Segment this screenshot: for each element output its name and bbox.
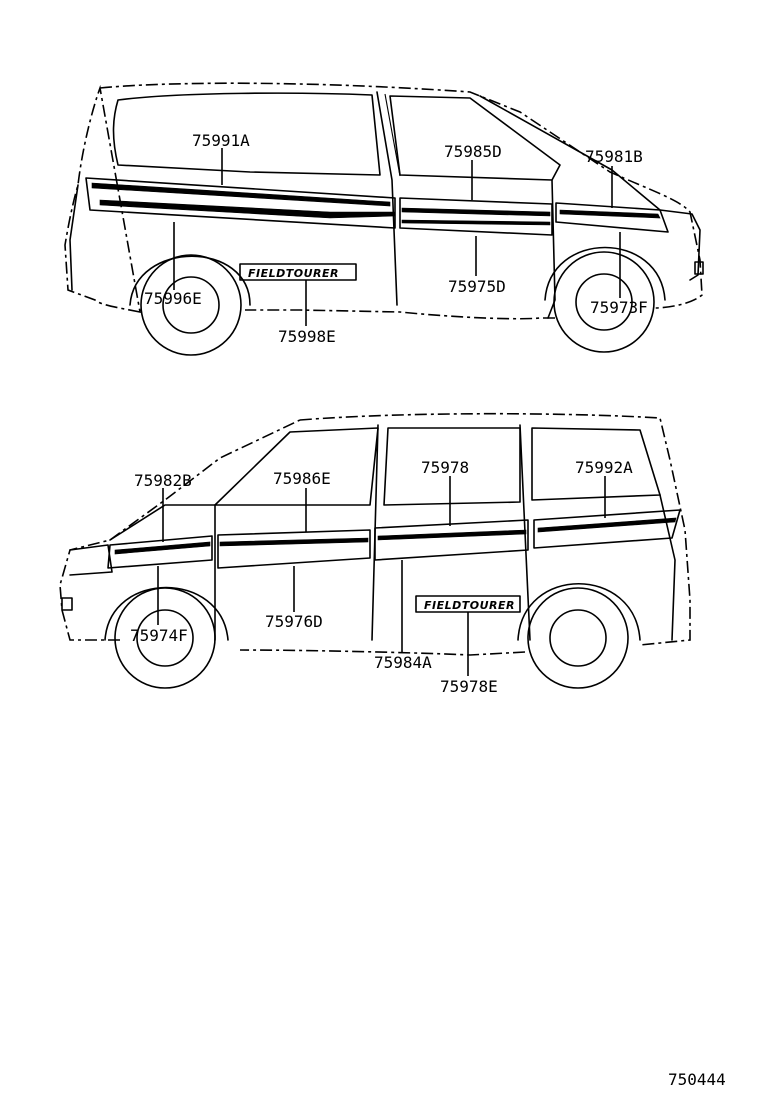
upper-van-rear-hub: [162, 276, 220, 334]
upper-van-front-hub: [575, 273, 633, 331]
lower-leader-lines: [157, 476, 606, 676]
upper-leader-lines: [173, 148, 621, 326]
upper-van-molding-front-stripe: [401, 207, 551, 226]
lower-van-mid-window: [383, 427, 521, 506]
lower-van-rear-hub: [549, 609, 607, 667]
upper-van-molding-fender-stripe: [559, 209, 661, 219]
lower-van-molding-rear: [533, 509, 681, 549]
label-75991A: 75991A: [192, 131, 250, 150]
upper-van-molding-rear-stripe: [91, 182, 396, 219]
label-75982B: 75982B: [134, 471, 192, 490]
lower-van-molding-door-stripe: [219, 537, 369, 547]
upper-van-pillar: [376, 91, 398, 306]
label-75976D: 75976D: [265, 612, 323, 631]
upper-van-hood: [479, 95, 701, 281]
diagram-code: 750444: [668, 1070, 726, 1089]
upper-van-molding-front: [399, 197, 553, 236]
label-75986E: 75986E: [273, 469, 331, 488]
upper-van-rear-wheel: [140, 254, 242, 356]
label-75978E: 75978E: [440, 677, 498, 696]
upper-van-badge-frame: [239, 263, 357, 281]
lower-van-badge-text: FIELDTOURER: [424, 599, 515, 612]
upper-van-rear-arch: [129, 255, 251, 306]
lower-van-front-arch: [104, 586, 229, 641]
upper-van-side-marker: [694, 261, 704, 275]
lower-van-hood: [69, 504, 216, 576]
upper-van-pillar-2: [384, 93, 401, 177]
lower-van-rear-wheel: [527, 587, 629, 689]
upper-part-labels: 75991A 75985D 75981B 75996E 75975D 75973…: [144, 131, 648, 346]
lower-van-view: FIELDTOURER: [59, 412, 691, 689]
upper-van-badge-text: FIELDTOURER: [248, 267, 339, 280]
upper-van-view: FIELDTOURER: [64, 82, 704, 356]
upper-van-molding-fender: [555, 202, 669, 233]
label-75996E: 75996E: [144, 289, 202, 308]
lower-part-labels: 75982B 75986E 75978 75992A 75974F 75976D…: [130, 458, 633, 696]
lower-van-molding-slide: [374, 519, 529, 561]
lower-van-side-marker: [61, 597, 73, 611]
label-75985D: 75985D: [444, 142, 502, 161]
upper-van-badge: FIELDTOURER: [239, 263, 357, 281]
upper-van-front-arch: [544, 246, 666, 301]
label-75981B: 75981B: [585, 147, 643, 166]
lower-van-molding-slide-stripe: [377, 529, 527, 541]
upper-van-body-outline: [64, 82, 703, 320]
upper-van-front-window: [389, 95, 561, 181]
lower-van-molding-front: [107, 535, 213, 569]
label-75978: 75978: [421, 458, 469, 477]
lower-van-windshield: [214, 427, 379, 506]
lower-van-molding-rear-stripe: [537, 517, 677, 533]
label-75992A: 75992A: [575, 458, 633, 477]
label-75984A: 75984A: [374, 653, 432, 672]
upper-van-rear-window: [112, 92, 381, 176]
upper-van-rear-edge: [69, 184, 79, 291]
label-75974F: 75974F: [130, 626, 188, 645]
label-75975D: 75975D: [448, 277, 506, 296]
upper-van-molding-rear: [85, 177, 396, 229]
lower-van-rear-arch: [517, 583, 641, 641]
upper-van-front-wheel: [553, 251, 655, 353]
lower-van-rear-edge: [659, 494, 676, 641]
label-75998E: 75998E: [278, 327, 336, 346]
label-75973F: 75973F: [590, 298, 648, 317]
lower-van-molding-door: [217, 529, 371, 569]
lower-van-molding-front-stripe: [114, 541, 211, 555]
lower-van-badge: FIELDTOURER: [415, 595, 521, 613]
lower-van-front-hub: [136, 609, 194, 667]
upper-van-front-door-edge: [547, 179, 556, 319]
